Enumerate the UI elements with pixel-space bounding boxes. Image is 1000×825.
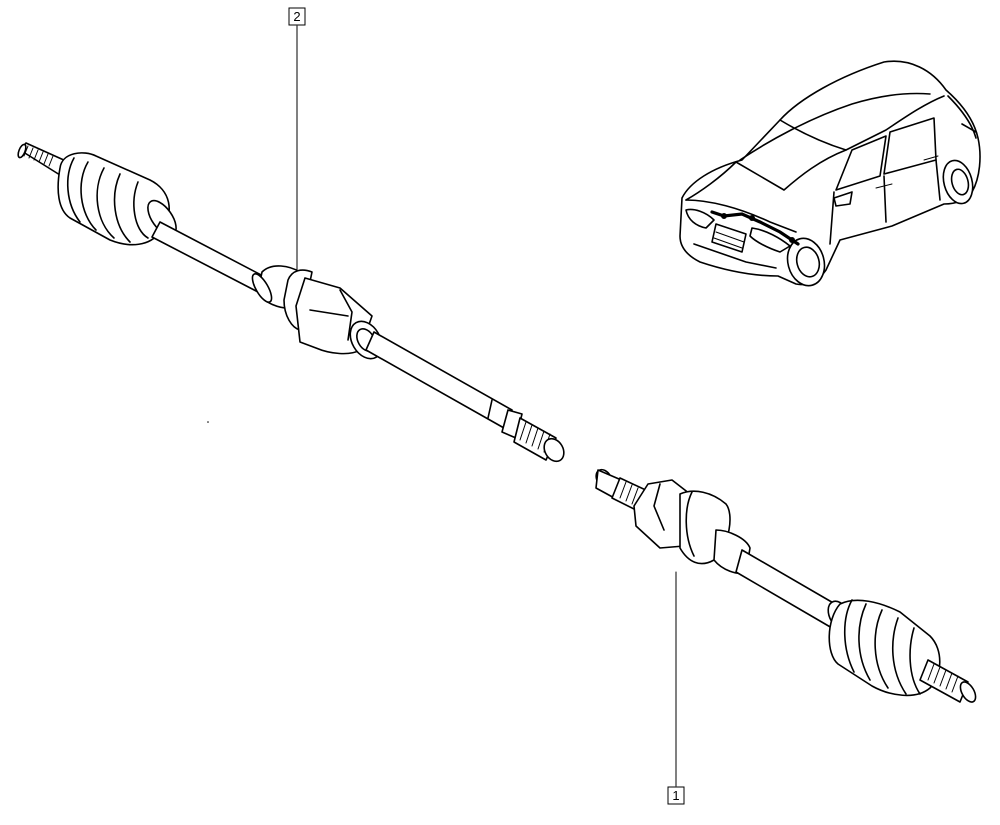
left-shaft [151,221,266,293]
left-outer-boot [57,152,177,246]
right-outer-spline [919,659,977,703]
left-driveshaft [17,142,565,463]
callout-2-label: 2 [293,9,300,24]
right-shaft [735,549,843,629]
right-driveshaft [595,468,977,703]
callout-1-box [667,786,685,805]
right-outer-boot [827,599,941,697]
callout-2-box [288,7,306,26]
callout-1-label: 1 [672,788,679,803]
right-inner-joint [633,479,751,575]
left-intermediate-shaft [365,331,523,439]
car-locator-icon [679,60,981,287]
left-inner-spline [513,417,565,463]
stray-mark [207,421,209,423]
left-outer-spline [17,142,67,176]
callout-1: 1 [667,571,685,805]
callout-2: 2 [288,7,306,271]
